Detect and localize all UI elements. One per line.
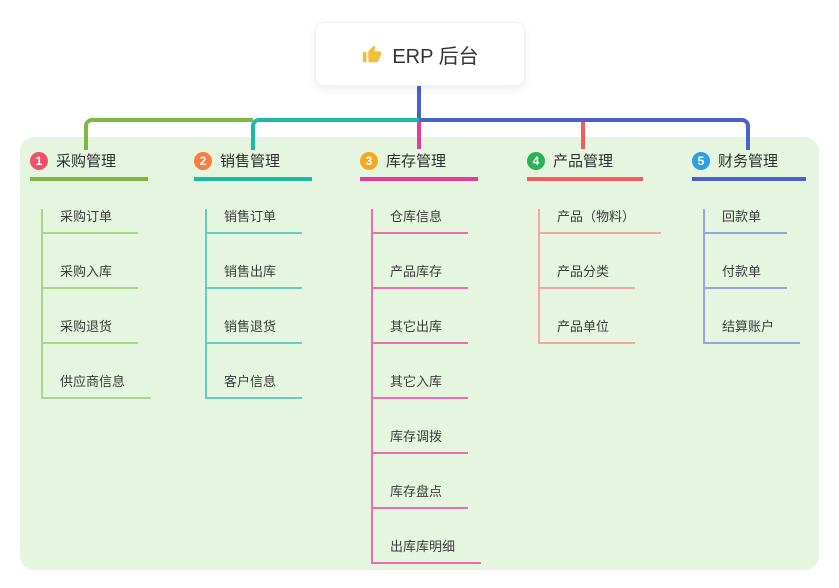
connector-branch-1 (84, 118, 253, 150)
child-node[interactable]: 仓库信息 (373, 209, 469, 234)
child-node[interactable]: 付款单 (705, 264, 788, 289)
branch-node[interactable]: 2 销售管理 (194, 150, 312, 181)
branches-background-panel (20, 137, 819, 570)
branch-number-badge: 4 (527, 151, 545, 170)
child-node[interactable]: 出库库明细 (373, 539, 482, 564)
branch-node[interactable]: 5 财务管理 (692, 150, 806, 181)
branch-number-badge: 2 (194, 151, 212, 170)
branch-number-badge: 3 (360, 151, 378, 170)
child-node[interactable]: 产品分类 (540, 264, 636, 289)
connector-branch-3 (417, 122, 421, 149)
thumbs-up-icon (363, 45, 382, 63)
connector-branch-4 (581, 122, 585, 149)
root-connector-line (417, 83, 421, 120)
child-node[interactable]: 其它出库 (373, 319, 469, 344)
branch-label: 采购管理 (56, 153, 117, 170)
branch-column-2: 2 销售管理 销售订单销售出库销售退货客户信息 (194, 150, 312, 399)
child-node[interactable]: 销售出库 (207, 264, 303, 289)
branch-children: 采购订单采购入库采购退货供应商信息 (41, 209, 152, 399)
root-node-label: ERP 后台 (392, 45, 479, 68)
branch-children: 仓库信息产品库存其它出库其它入库库存调拨库存盘点出库库明细 (371, 209, 482, 564)
child-node[interactable]: 采购订单 (43, 209, 139, 234)
branch-children: 产品（物料） 产品分类产品单位 (538, 209, 662, 344)
branch-label: 产品管理 (553, 153, 614, 170)
connector-branch-5 (419, 118, 750, 150)
child-node[interactable]: 供应商信息 (43, 374, 152, 399)
child-node[interactable]: 客户信息 (207, 374, 303, 399)
branch-number-badge: 5 (692, 151, 710, 170)
child-node[interactable]: 产品（物料） (540, 209, 662, 234)
child-node[interactable]: 销售退货 (207, 319, 303, 344)
branch-column-4: 4 产品管理 产品（物料） 产品分类产品单位 (527, 150, 662, 344)
child-node[interactable]: 产品库存 (373, 264, 469, 289)
root-node-erp[interactable]: ERP 后台 (315, 22, 525, 86)
branch-node[interactable]: 1 采购管理 (30, 150, 148, 181)
child-node[interactable]: 采购退货 (43, 319, 139, 344)
branch-label: 财务管理 (718, 153, 779, 170)
branch-column-1: 1 采购管理 采购订单采购入库采购退货供应商信息 (30, 150, 152, 399)
branch-column-5: 5 财务管理 回款单付款单结算账户 (692, 150, 806, 344)
branch-children: 回款单付款单结算账户 (703, 209, 806, 344)
child-node[interactable]: 其它入库 (373, 374, 469, 399)
branch-column-3: 3 库存管理 仓库信息产品库存其它出库其它入库库存调拨库存盘点出库库明细 (360, 150, 482, 564)
branch-children: 销售订单销售出库销售退货客户信息 (205, 209, 312, 399)
branch-label: 销售管理 (220, 153, 281, 170)
branch-number-badge: 1 (30, 151, 48, 170)
child-node[interactable]: 库存盘点 (373, 484, 469, 509)
child-node[interactable]: 产品单位 (540, 319, 636, 344)
branch-node[interactable]: 4 产品管理 (527, 150, 643, 181)
child-node[interactable]: 采购入库 (43, 264, 139, 289)
branch-label: 库存管理 (386, 153, 447, 170)
branch-node[interactable]: 3 库存管理 (360, 150, 478, 181)
child-node[interactable]: 结算账户 (705, 319, 801, 344)
child-node[interactable]: 库存调拨 (373, 429, 469, 454)
child-node[interactable]: 销售订单 (207, 209, 303, 234)
child-node[interactable]: 回款单 (705, 209, 788, 234)
connector-branch-2 (251, 118, 419, 150)
